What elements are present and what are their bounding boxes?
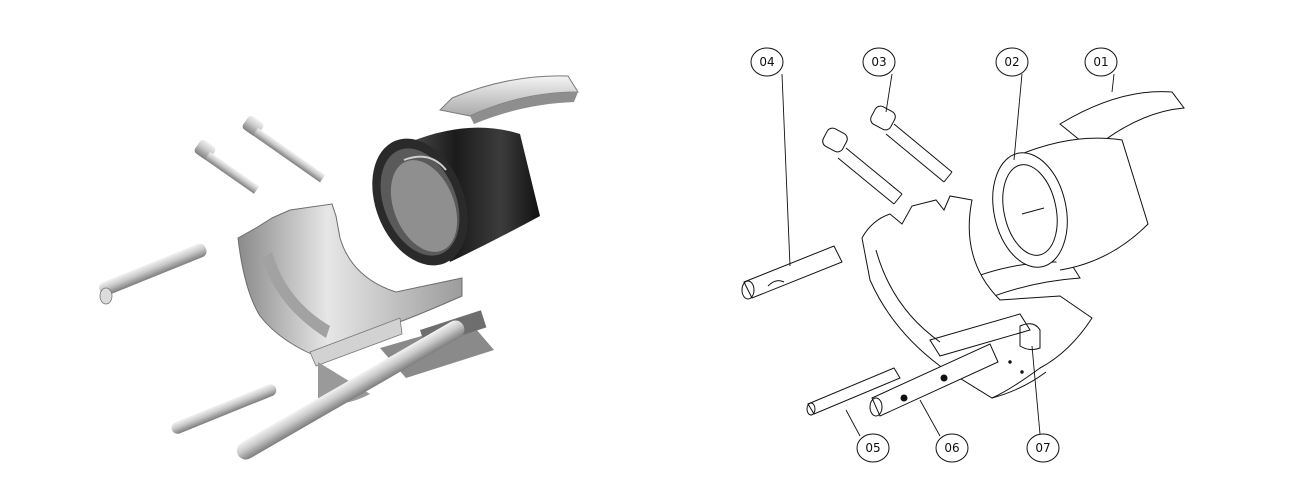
line-part-03-bolts (822, 105, 953, 205)
render-pin-upper (99, 243, 207, 305)
callout-06: 06 (935, 433, 969, 463)
leader-02 (1013, 73, 1023, 161)
line-clamp-body (861, 195, 1093, 399)
callout-05: 05 (856, 433, 890, 463)
callout-06-label: 06 (944, 441, 959, 455)
line-drawing (741, 73, 1185, 437)
shaded-render (99, 75, 579, 460)
leader-04 (781, 73, 791, 267)
leader-03 (885, 73, 893, 113)
callout-03: 03 (862, 47, 896, 77)
callout-01-label: 01 (1093, 55, 1108, 69)
render-liner-sheet (438, 75, 579, 124)
line-part-04-pin (741, 245, 843, 300)
leader-01 (1111, 73, 1115, 93)
render-bolt-2 (242, 115, 326, 183)
render-pin-lower-short (171, 384, 277, 434)
leader-06 (919, 399, 941, 437)
callout-05-label: 05 (865, 441, 880, 455)
callout-04: 04 (750, 47, 784, 77)
callout-07: 07 (1026, 433, 1060, 463)
callout-01: 01 (1084, 47, 1118, 77)
line-part-06-pin (869, 343, 999, 417)
callout-07-label: 07 (1035, 441, 1050, 455)
callout-04-label: 04 (759, 55, 774, 69)
leader-07 (1031, 345, 1041, 435)
leader-05 (845, 409, 861, 437)
callout-02: 02 (995, 47, 1029, 77)
line-part-05-pin (806, 367, 901, 416)
render-pin-lower-long (236, 320, 465, 460)
callout-02-label: 02 (1004, 55, 1019, 69)
render-bolt-1 (194, 139, 260, 194)
callout-03-label: 03 (871, 55, 886, 69)
line-part-02-sleeve (992, 137, 1149, 271)
render-sleeve (372, 127, 540, 266)
leader-lines (781, 73, 1115, 437)
